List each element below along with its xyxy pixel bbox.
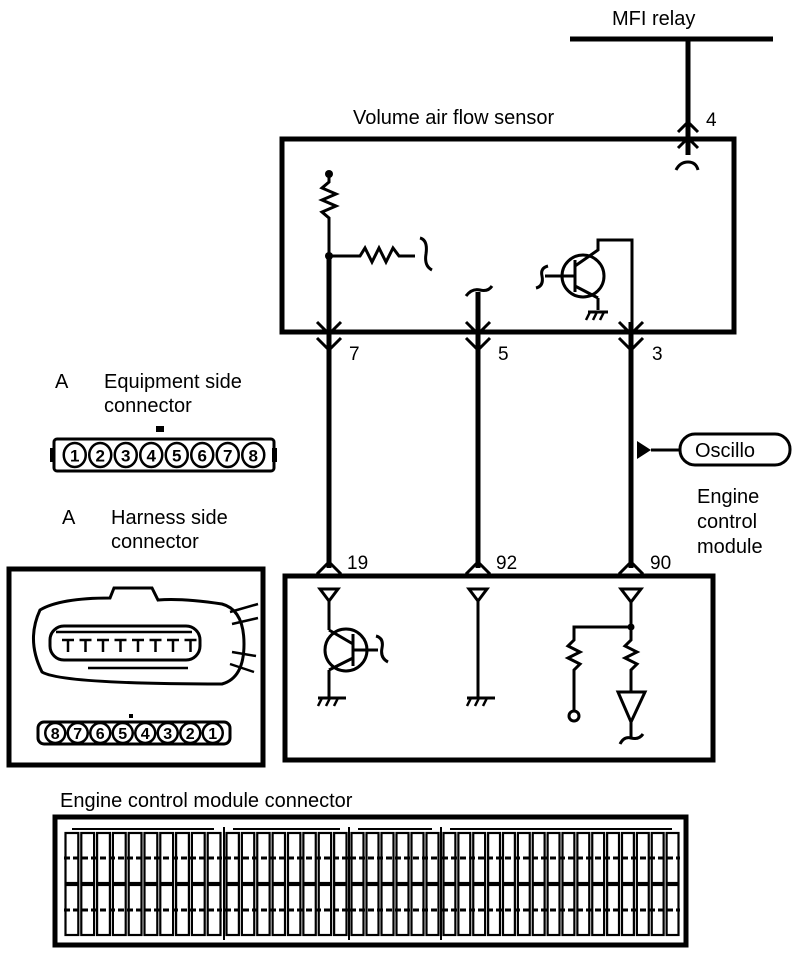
equip-pin-number: 7 xyxy=(223,447,232,466)
equip-pin-cell xyxy=(215,441,240,469)
pin5-open-stub xyxy=(464,285,494,297)
ecm-input-network-pin90 xyxy=(564,587,648,745)
vaf-sensor-box xyxy=(279,136,737,335)
harness-pin-number: 6 xyxy=(96,726,105,743)
oscillo-label: Oscillo xyxy=(695,440,755,462)
harness-pin-number: 8 xyxy=(51,726,60,743)
mfi-relay-label: MFI relay xyxy=(612,8,695,30)
equip-connector-letter: A xyxy=(55,371,69,393)
sensor-pin-4: 4 xyxy=(706,110,717,131)
harness-pin-cell xyxy=(111,721,134,745)
harness-terminal-slot xyxy=(167,638,179,652)
ecm-label-line2: control xyxy=(697,511,757,533)
harness-pin-number: 2 xyxy=(186,726,195,743)
equip-pin-cell xyxy=(62,441,87,469)
harness-terminal-slot xyxy=(97,638,109,652)
harness-pin-number: 1 xyxy=(208,726,217,743)
equip-pin-number: 6 xyxy=(198,447,207,466)
harness-pin-cell xyxy=(201,721,224,745)
harness-terminal-slot xyxy=(62,638,74,652)
ecm-pin-92: 92 xyxy=(496,553,517,574)
ecm-ground-pin92 xyxy=(465,587,495,707)
equip-pin-number: 4 xyxy=(147,447,157,466)
equip-pin-cell xyxy=(139,441,164,469)
harness-terminal-slot xyxy=(114,638,127,652)
oscillo-probe[interactable]: Oscillo xyxy=(637,432,792,467)
harness-pin-cell xyxy=(156,721,179,745)
sensor-transistor xyxy=(535,238,634,322)
harness-connector-label-line1: Harness side xyxy=(111,507,228,529)
vaf-sensor-label: Volume air flow sensor xyxy=(353,107,555,129)
ecm-transistor xyxy=(316,587,389,707)
harness-pin-number: 3 xyxy=(163,726,172,743)
ecm-connector-outline xyxy=(52,814,689,948)
ecm-pin-19: 19 xyxy=(347,553,368,574)
harness-terminal-slot xyxy=(184,638,197,652)
harness-terminal-slot xyxy=(132,638,144,652)
ecm-pin-90: 90 xyxy=(650,553,671,574)
equip-pin-number: 8 xyxy=(249,447,258,466)
equip-pin-number: 1 xyxy=(70,447,79,466)
equip-pin-number: 5 xyxy=(172,447,181,466)
equip-pin-cell xyxy=(88,441,113,469)
harness-pin-number: 7 xyxy=(73,726,82,743)
harness-pin-number: 5 xyxy=(118,726,127,743)
sensor-pin-5: 5 xyxy=(498,344,509,365)
ecm-connector-label: Engine control module connector xyxy=(60,790,353,812)
connector-symbol-pin92 xyxy=(464,559,492,576)
harness-pin-cell xyxy=(179,721,202,745)
harness-pin-cell xyxy=(66,721,89,745)
connector-symbol-pin19 xyxy=(315,559,343,576)
ecm-label-line3: module xyxy=(697,536,763,558)
sensor-resistor-network xyxy=(318,170,433,272)
equip-pin-cell xyxy=(113,441,138,469)
equip-connector-label-line1: Equipment side xyxy=(104,371,242,393)
equip-pin-number: 3 xyxy=(121,447,130,466)
connector-symbol-pin5 xyxy=(464,320,492,353)
equip-pin-cell xyxy=(164,441,189,469)
equip-connector-label-line2: connector xyxy=(104,395,192,417)
harness-connector-letter: A xyxy=(62,507,76,529)
equip-pin-number: 2 xyxy=(96,447,105,466)
connector-symbol-pin7 xyxy=(315,320,343,353)
sensor-pin-3: 3 xyxy=(652,344,663,365)
connector-symbol-pin3 xyxy=(617,320,645,353)
harness-terminal-slot xyxy=(79,638,92,652)
harness-connector-drawing xyxy=(31,586,259,686)
harness-terminal-slot xyxy=(149,638,162,652)
harness-connector-label-line2: connector xyxy=(111,531,199,553)
harness-pin-cell xyxy=(89,721,112,745)
ecm-box xyxy=(282,573,716,763)
sensor-pin-7: 7 xyxy=(349,344,360,365)
harness-pin-cell xyxy=(44,721,67,745)
ecm-connector-pin-grid xyxy=(64,827,680,940)
harness-pin-number: 4 xyxy=(141,726,150,743)
ecm-label-line1: Engine xyxy=(697,486,759,508)
harness-connector-box xyxy=(6,566,266,768)
harness-pin-cell xyxy=(134,721,157,745)
equip-pin-cell xyxy=(190,441,215,469)
connector-symbol-pin90 xyxy=(617,559,645,576)
equip-pin-cell xyxy=(241,441,266,469)
